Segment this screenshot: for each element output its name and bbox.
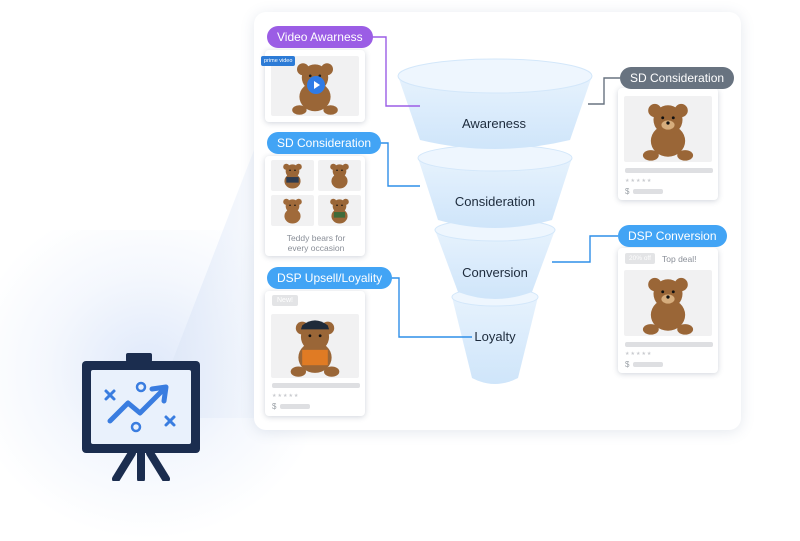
discount-badge: 20% off [625,253,655,264]
connector-sd-consideration-right [588,77,620,105]
connector-dsp-conversion [552,235,618,263]
tag-sd-consideration-right: SD Consideration [620,67,735,89]
dsp-conversion-card: 20% off Top deal! ★★★★★ $ [618,248,718,373]
teddy-bear-image [624,96,712,162]
card-caption: Teddy bears for every occasion [286,233,346,253]
dsp-upsell-card: New! ★★★★★ $ [265,291,365,416]
top-deal-label: Top deal! [662,254,697,264]
teddy-bear-image [624,270,712,336]
connector-video-awareness [369,36,420,107]
prime-video-logo: prime video [261,56,296,66]
price-placeholder [633,362,663,367]
connector-sd-consideration-left [376,142,420,187]
rating-stars: ★★★★★ [625,351,653,357]
price-symbol: $ [625,187,630,196]
tag-video-awareness: Video Awarness [267,26,373,48]
funnel-label-consideration: Consideration [454,194,536,209]
tag-dsp-upsell: DSP Upsell/Loyality [267,267,393,289]
funnel-label-conversion: Conversion [462,265,528,280]
placeholder-bar [625,168,713,173]
teddy-bear-image [271,160,314,191]
price-placeholder [633,189,663,194]
price-symbol: $ [272,402,277,411]
tag-dsp-conversion: DSP Conversion [618,225,727,247]
teddy-bear-image [271,314,359,378]
connector-dsp-upsell [387,277,472,338]
placeholder-bar [625,342,713,347]
funnel-label-awareness: Awareness [461,116,527,131]
sd-consideration-product-card: ★★★★★ $ [618,88,718,200]
sd-consideration-grid-card: Teddy bears for every occasion [265,156,365,256]
teddy-bear-image [271,195,314,226]
trend-arrow-icon [107,384,169,424]
presentation-board-icon [82,353,200,481]
funnel-stage-conversion [434,218,556,299]
rating-stars: ★★★★★ [272,393,300,399]
funnel-stage-awareness [397,58,593,149]
placeholder-bar [272,383,360,388]
teddy-bear-image [318,160,361,191]
play-icon[interactable] [307,76,325,94]
funnel-label-loyalty: Loyalty [474,329,516,344]
new-badge: New! [272,295,298,306]
tag-sd-consideration-left: SD Consideration [267,132,382,154]
rating-stars: ★★★★★ [625,178,653,184]
funnel-stage-consideration [417,144,573,228]
price-placeholder [280,404,310,409]
teddy-bear-image [318,195,361,226]
video-ad-card: prime video [261,50,365,122]
price-symbol: $ [625,360,630,369]
